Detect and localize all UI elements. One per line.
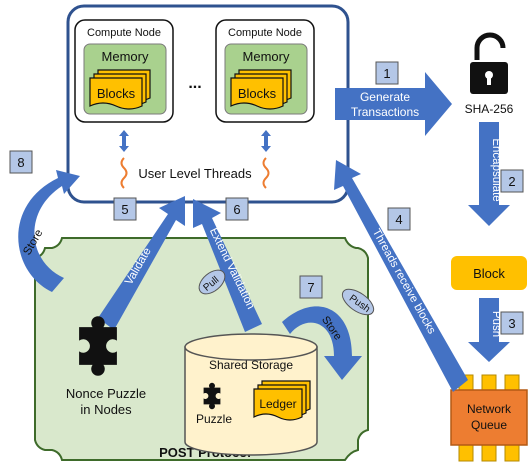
generate-label: Generate [360, 90, 410, 104]
queue-label: Queue [471, 418, 507, 432]
compute-node-2: Compute Node Memory Blocks [215, 19, 315, 123]
shared-storage-label: Shared Storage [209, 358, 293, 372]
compute-node-title: Compute Node [87, 27, 161, 39]
push-queue-arrow: Push [468, 298, 510, 362]
step-8-box: 8 [9, 150, 33, 174]
encapsulate-arrow: Encapsulate [468, 122, 510, 226]
lock-icon [470, 32, 508, 94]
step-4-box: 4 [387, 207, 411, 231]
step-8-label: 8 [17, 155, 24, 170]
step-1-box: 1 [375, 61, 399, 85]
compute-node-title: Compute Node [228, 27, 302, 39]
step-6-label: 6 [233, 202, 240, 217]
ledger-label: Ledger [259, 397, 296, 411]
block-box [451, 256, 527, 290]
push-badge: Push [341, 288, 375, 316]
blocks-label: Blocks [97, 86, 136, 101]
step-3-label: 3 [508, 316, 515, 331]
ledger-stack: Ledger [253, 380, 311, 421]
blocks-label: Blocks [238, 86, 277, 101]
ellipsis: ... [188, 75, 201, 92]
pull-badge: Pull [198, 269, 226, 295]
generate-transactions-arrow: Generate Transactions [335, 72, 452, 136]
step-5-box: 5 [113, 197, 137, 221]
nonce-puzzle-label: Nonce Puzzle [66, 386, 146, 401]
blocks-stack: Blocks [89, 69, 151, 110]
step-6-box: 6 [225, 197, 249, 221]
push-label: Push [490, 311, 502, 337]
step-2-box: 2 [500, 169, 524, 193]
block-label: Block [473, 266, 505, 281]
shared-storage-cylinder: Shared Storage Puzzle Ledger [184, 333, 318, 456]
memory-label: Memory [102, 49, 149, 64]
memory-label: Memory [243, 49, 290, 64]
puzzle-label: Puzzle [196, 412, 232, 426]
blocks-stack: Blocks [230, 69, 292, 110]
step-boxes: 1 2 3 4 5 6 7 8 [9, 61, 524, 335]
sha-256-label: SHA-256 [465, 102, 514, 116]
network-label: Network [467, 402, 512, 416]
encapsulate-label: Encapsulate [490, 138, 502, 201]
transactions-label: Transactions [351, 105, 419, 119]
user-level-threads-label: User Level Threads [138, 166, 252, 181]
step-2-label: 2 [508, 174, 515, 189]
step-1-label: 1 [383, 66, 390, 81]
step-5-label: 5 [121, 202, 128, 217]
threads-receive-label: Threads receive blocks [370, 227, 438, 336]
in-nodes-label: in Nodes [80, 402, 132, 417]
step-3-box: 3 [500, 311, 524, 335]
compute-node-1: Compute Node Memory Blocks [74, 19, 174, 123]
step-7-label: 7 [307, 280, 314, 295]
network-queue: Network Queue [450, 374, 528, 462]
step-4-label: 4 [395, 212, 402, 227]
step-7-box: 7 [299, 275, 323, 299]
thread-squiggle-icon [120, 157, 270, 189]
memory-thread-link-icon [119, 130, 271, 152]
